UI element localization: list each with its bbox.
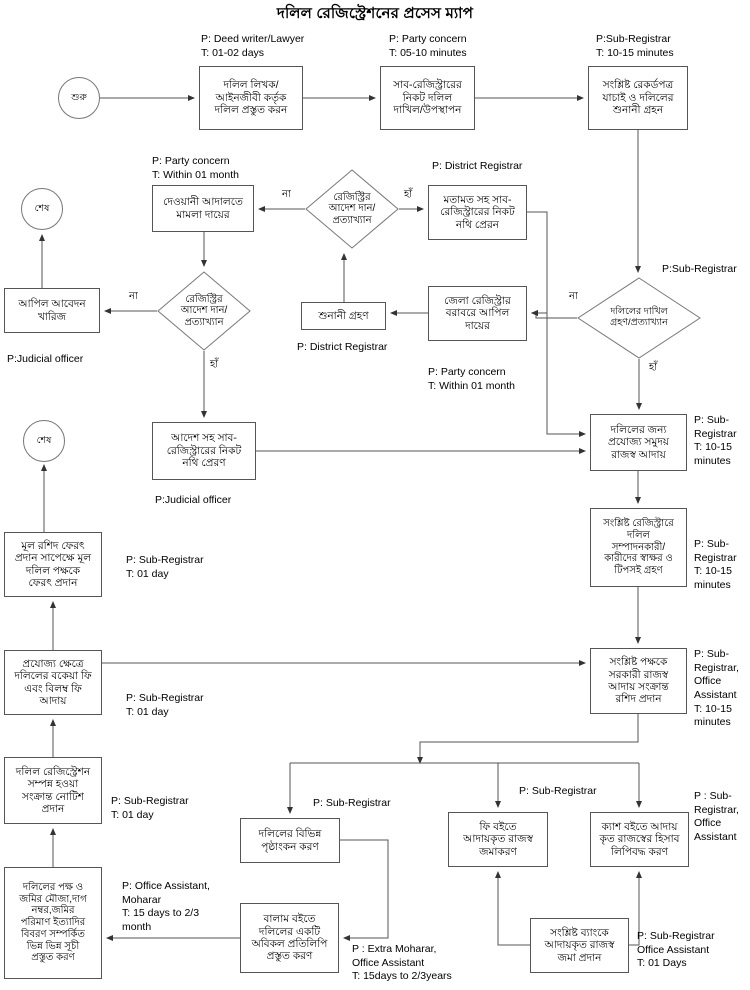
diamond-shape xyxy=(305,169,399,249)
page-title: দলিল রেজিস্ট্রেশনের প্রসেস ম্যাপ xyxy=(276,5,474,22)
edge-label-no-1: না xyxy=(281,189,292,200)
edge-label-yes-1: হাঁ xyxy=(403,189,414,200)
edge-sendfile-to-revenue xyxy=(546,212,586,437)
node-civil-court-case-label: দেওয়ানী আদালতেমামলা দায়ের xyxy=(163,196,243,221)
annotation-send-file-order: P:Judicial officer xyxy=(155,494,232,506)
annotation-fee-book: P: Sub-Registrar xyxy=(519,785,597,797)
edge-sendfile-to-appeal xyxy=(527,211,548,316)
edge-endorsement-to-balam xyxy=(340,839,389,941)
node-balam-copy-label: বালাম বইতেদলিলের একটিঅবিকল প্রতিলিপিপ্রস… xyxy=(251,913,328,963)
terminator-end-top[interactable]: শেষ xyxy=(21,188,63,230)
terminator-start-label: শুরু xyxy=(71,91,87,103)
terminator-end-mid[interactable]: শেষ xyxy=(23,420,65,462)
edge-label-no-2: না xyxy=(128,291,139,302)
annotation-district-registrar-top: P: District Registrar xyxy=(432,160,523,172)
diamond-shape xyxy=(577,277,701,359)
node-arrear-late-fee-label: প্রযোজ্য ক্ষেত্রেদলিলের বকেয়া ফিএবং বিল… xyxy=(14,657,92,707)
annotation-endorsement: P: Sub-Registrar xyxy=(313,797,391,809)
node-arrear-late-fee[interactable]: প্রযোজ্য ক্ষেত্রেদলিলের বকেয়া ফিএবং বিল… xyxy=(4,650,102,715)
annotation-hearing: P: District Registrar xyxy=(297,341,388,353)
edge-bank-to-feebook xyxy=(495,871,530,946)
edge-submission-no-to-appeal xyxy=(531,310,577,319)
terminator-end-top-label: শেষ xyxy=(34,202,50,214)
terminator-start[interactable]: শুরু xyxy=(58,77,100,119)
edge-receipt-to-bus xyxy=(417,714,639,764)
node-hearing-label: শুনানী গ্রহণ xyxy=(318,309,369,322)
terminator-end-mid-label: শেষ xyxy=(36,434,52,446)
annotation-appeal-rejected: P:Judicial officer xyxy=(7,353,84,365)
edge-label-no-3: না xyxy=(568,291,579,302)
node-balam-copy[interactable]: বালাম বইতেদলিলের একটিঅবিকল প্রতিলিপিপ্রস… xyxy=(240,903,339,973)
diamond-shape xyxy=(157,271,251,351)
annotation-submission-decision: P:Sub-Registrar xyxy=(662,263,737,275)
edge-bank-to-cashbook xyxy=(629,871,642,946)
edge-label-yes-3: হাঁ xyxy=(648,362,659,373)
edge-label-yes-2: হাঁ xyxy=(209,359,220,370)
node-civil-court-case[interactable]: দেওয়ানী আদালতেমামলা দায়ের xyxy=(152,185,254,232)
node-hearing[interactable]: শুনানী গ্রহণ xyxy=(301,302,386,330)
